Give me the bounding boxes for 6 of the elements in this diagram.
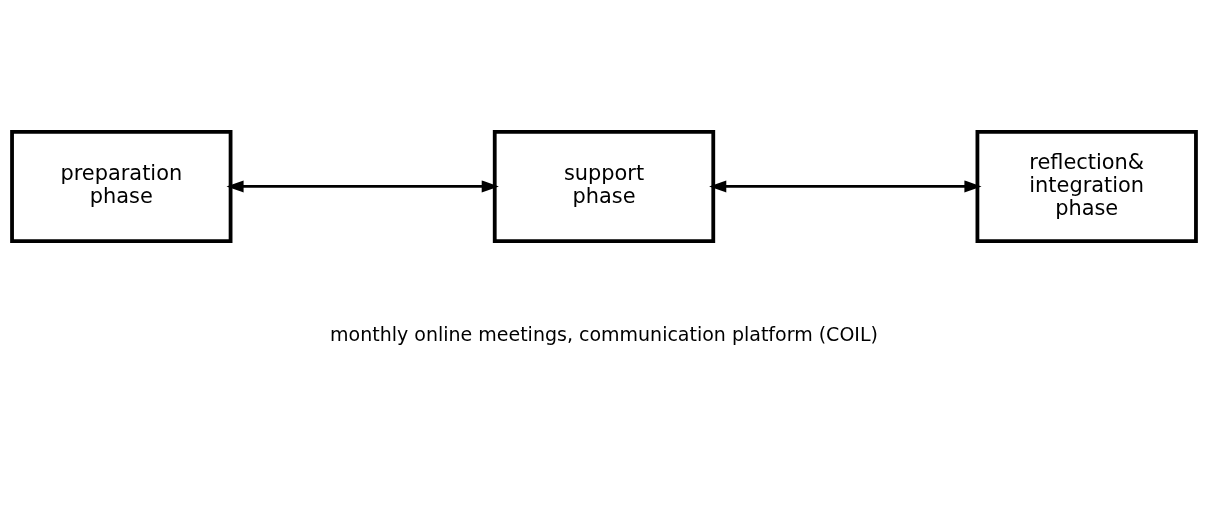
node-box: support phase bbox=[492, 129, 716, 243]
arrow bbox=[709, 179, 982, 192]
node-box: reflection& integration phase bbox=[975, 129, 1198, 243]
label: monthly online meetings, communication platform (COIL) bbox=[330, 322, 878, 345]
node-box: preparation phase bbox=[10, 129, 233, 243]
arrow bbox=[226, 179, 499, 192]
